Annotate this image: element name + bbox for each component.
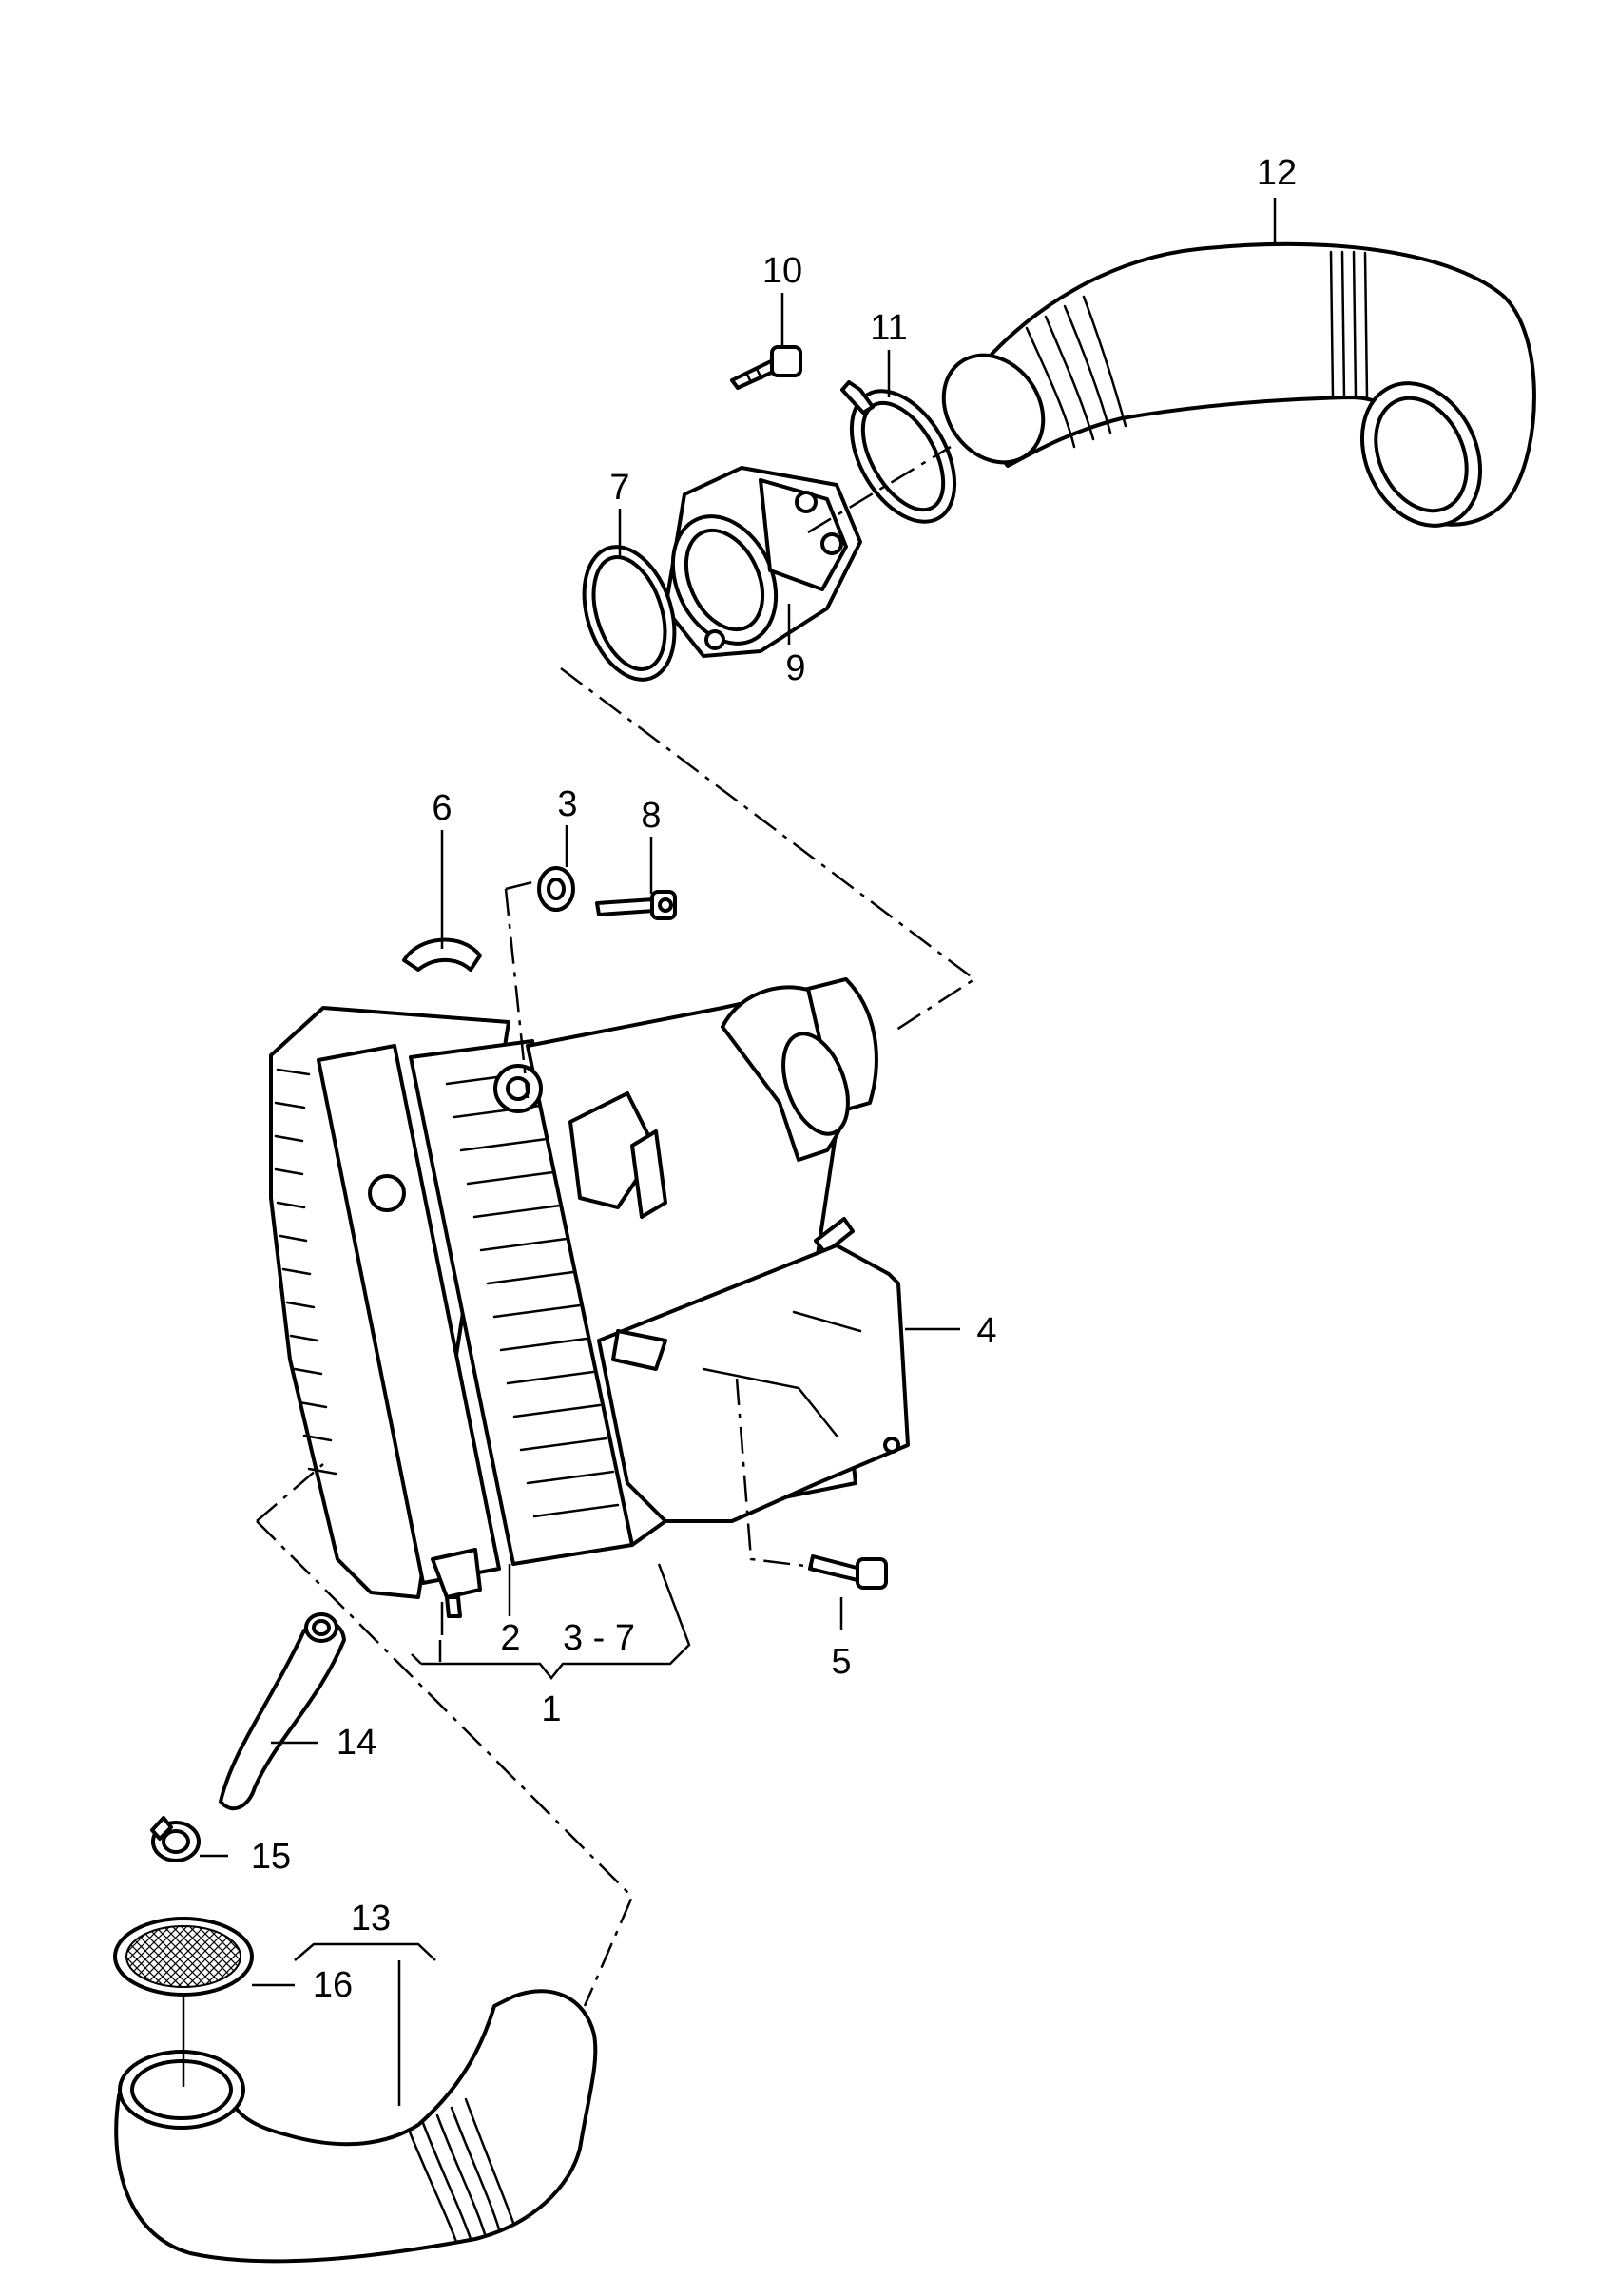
- callout-8: 8: [641, 796, 661, 836]
- callout-7: 7: [609, 468, 629, 508]
- part-7-o-ring: [582, 545, 677, 682]
- part-11-hose-clamp: [840, 380, 957, 524]
- callout-2: 2: [500, 1618, 520, 1658]
- part-10-screw: [730, 345, 802, 390]
- part-6-clip: [402, 937, 482, 972]
- callout-16: 16: [313, 1965, 353, 2005]
- callout-5: 5: [831, 1642, 851, 1682]
- part-13-intake-hose: [114, 1989, 598, 2264]
- part-15-clamp: [150, 1816, 201, 1862]
- callout-11: 11: [870, 308, 907, 348]
- callout-3-7: 3 - 7: [563, 1618, 635, 1658]
- part-9-air-mass-meter: [664, 466, 862, 658]
- callout-12: 12: [1257, 153, 1297, 193]
- callout-10: 10: [762, 251, 802, 291]
- part-3-grommet: [537, 866, 575, 912]
- part-12-intake-hose: [941, 241, 1536, 528]
- leader-lines: [182, 198, 1277, 2106]
- callout-3: 3: [557, 784, 577, 824]
- part-4-bracket: [597, 1244, 910, 1523]
- callout-15: 15: [251, 1837, 291, 1877]
- callout-1: 1: [541, 1689, 561, 1729]
- callout-6: 6: [432, 788, 452, 828]
- callout-labels: 12 10 11 7 9 6 3 8 4 5 2 3 - 7 1 14 15 1…: [251, 153, 1297, 2005]
- assembly-lines: [256, 445, 977, 2007]
- callout-13: 13: [351, 1899, 391, 1939]
- part-14-hose: [219, 1612, 346, 1811]
- callout-9: 9: [785, 648, 805, 688]
- part-8-bolt: [595, 890, 677, 920]
- part-16-mesh-screen: [113, 1917, 254, 1997]
- callout-14: 14: [337, 1723, 376, 1763]
- callout-4: 4: [976, 1311, 996, 1351]
- part-5-screw: [808, 1554, 888, 1590]
